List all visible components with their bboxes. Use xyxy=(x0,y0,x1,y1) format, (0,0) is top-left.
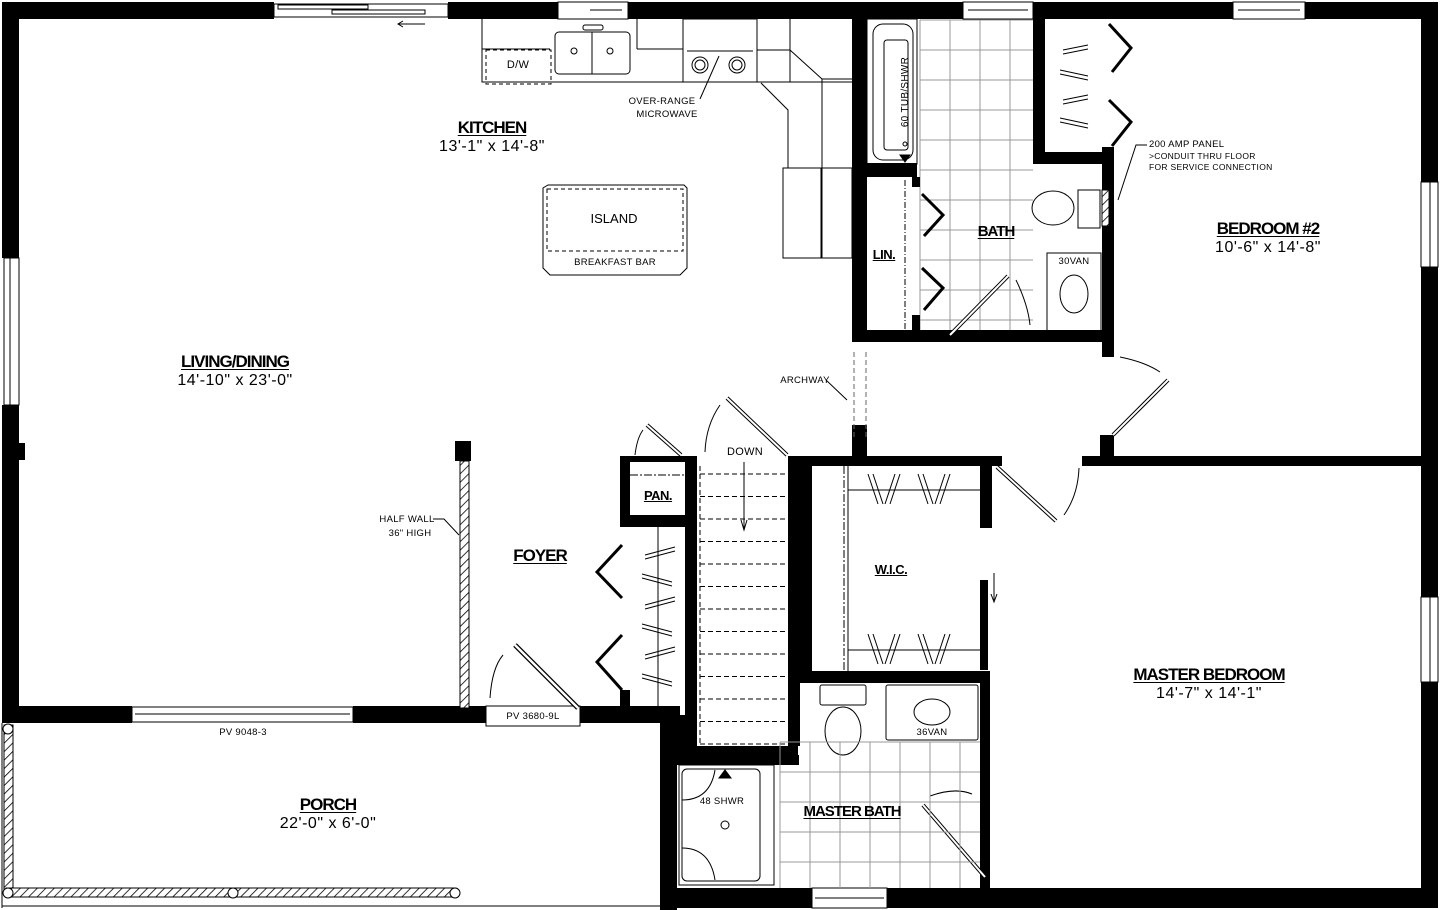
bedroom2-label: BEDROOM #2 10'-6" x 14'-8" xyxy=(1215,220,1321,256)
porch-name: PORCH xyxy=(299,795,357,814)
bath-vanity-label: 30VAN xyxy=(1058,256,1090,267)
kitchen-label: KITCHEN 13'-1" x 14'-8" xyxy=(439,119,545,155)
kitchen-dimensions: 13'-1" x 14'-8" xyxy=(439,138,545,155)
bath-tile-floor xyxy=(919,19,1033,330)
porch-dimensions: 22'-0" x 6'-0" xyxy=(279,815,377,832)
master-vanity-label: 36VAN xyxy=(916,727,948,738)
linen-closet-label: LIN. xyxy=(872,247,896,262)
microwave-label-line1: OVER-RANGE xyxy=(628,96,696,107)
dishwasher-label: D/W xyxy=(506,59,530,71)
kitchen-cabinets xyxy=(481,18,853,259)
panel-note-line3: FOR SERVICE CONNECTION xyxy=(1149,162,1273,172)
half-wall-note-line1: HALF WALL xyxy=(379,514,435,525)
windows xyxy=(3,1,1439,909)
wic-label: W.I.C. xyxy=(874,562,908,577)
living-dining-name: LIVING/DINING xyxy=(181,352,290,371)
stairs-down-label: DOWN xyxy=(726,446,764,458)
tub-label: 60 TUB/SHWR xyxy=(900,56,911,128)
breakfast-bar-label: BREAKFAST BAR xyxy=(574,257,656,268)
living-dining-label: LIVING/DINING 14'-10" x 23'-0" xyxy=(177,353,292,389)
bath-label: BATH xyxy=(977,223,1016,240)
kitchen-island xyxy=(542,184,688,276)
porch-label: PORCH 22'-0" x 6'-0" xyxy=(280,796,377,832)
master-bedroom-label: MASTER BEDROOM 14'-7" x 14'-1" xyxy=(1133,665,1285,702)
master-shower-label: 48 SHWR xyxy=(699,796,745,807)
panel-note-line2: >CONDUIT THRU FLOOR xyxy=(1149,151,1256,161)
pantry-label: PAN. xyxy=(643,488,673,503)
interior-walls xyxy=(455,2,1438,888)
microwave-label-line2: MICROWAVE xyxy=(636,109,698,120)
front-window-label: PV 9048-3 xyxy=(219,727,267,738)
bedroom2-name: BEDROOM #2 xyxy=(1216,219,1320,238)
panel-note-line1: 200 AMP PANEL xyxy=(1149,139,1225,150)
island-label: ISLAND xyxy=(590,211,638,226)
bedroom2-dimensions: 10'-6" x 14'-8" xyxy=(1215,239,1321,256)
front-door-label: PV 3680-9L xyxy=(506,711,560,722)
living-dining-dimensions: 14'-10" x 23'-0" xyxy=(177,372,293,389)
master-bath-label: MASTER BATH xyxy=(803,803,901,820)
master-bedroom-dimensions: 14'-7" x 14'-1" xyxy=(1156,685,1262,702)
kitchen-name: KITCHEN xyxy=(457,118,528,137)
archway-note: ARCHWAY xyxy=(780,375,830,386)
half-wall-note-line2: 36" HIGH xyxy=(388,528,432,539)
foyer-label: FOYER xyxy=(513,546,568,565)
master-bedroom-name: MASTER BEDROOM xyxy=(1133,665,1285,684)
